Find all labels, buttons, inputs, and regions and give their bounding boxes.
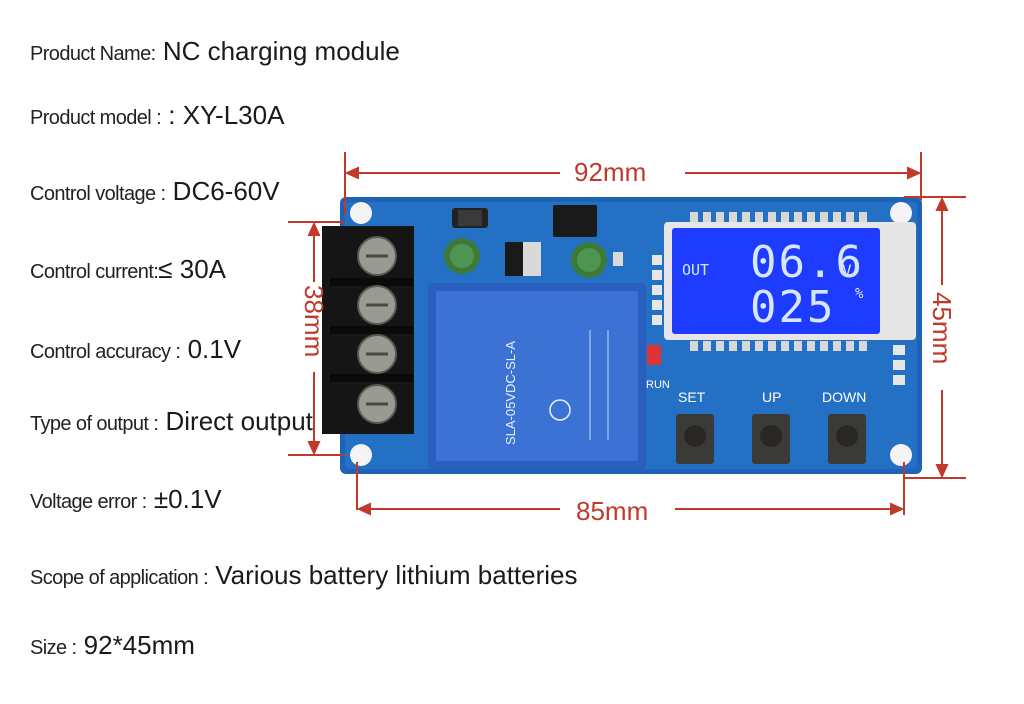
run-label: RUN [646, 379, 670, 391]
down-button-label: DOWN [822, 389, 866, 405]
down-button[interactable]: DOWN [822, 389, 866, 464]
spec-value: DC6-60V [165, 176, 280, 206]
spec-value: Direct output [158, 406, 313, 436]
spec-voltage-error: Voltage error : ±0.1V [30, 484, 222, 515]
spec-label: Product model : [30, 107, 162, 129]
lcd-pins [690, 212, 867, 351]
dimension-markers [288, 152, 966, 516]
spec-label: Size : [30, 637, 77, 659]
spec-size: Size : 92*45mm [30, 630, 195, 661]
lcd-percent-unit: % [855, 286, 864, 302]
spec-value: Various battery lithium batteries [208, 560, 578, 590]
spec-label: Type of output : [30, 413, 159, 435]
relay: SLA-05VDC-SL-A [428, 283, 646, 469]
spec-label: Product Name: [30, 43, 156, 65]
spec-control-accuracy: Control accuracy : 0.1V [30, 334, 241, 365]
dimension-left-label: 38mm [299, 285, 329, 357]
spec-label: Control current: [30, 261, 159, 283]
dimension-right-label: 45mm [927, 292, 957, 364]
lcd-voltage-unit: V [842, 261, 852, 280]
spec-value: : XY-L30A [161, 100, 285, 130]
dimension-bottom-label: 85mm [576, 496, 648, 526]
spec-scope-of-application: Scope of application : Various battery l… [30, 560, 578, 591]
spec-product-name: Product Name: NC charging module [30, 36, 400, 67]
spec-value: ≤ 30A [158, 254, 226, 284]
spec-control-current: Control current:≤ 30A [30, 254, 226, 285]
lcd-percent-value: 025 [750, 282, 835, 333]
up-button[interactable]: UP [752, 389, 790, 464]
spec-value: ±0.1V [146, 484, 222, 514]
relay-model-text: SLA-05VDC-SL-A [503, 341, 518, 445]
spec-label: Voltage error : [30, 491, 147, 513]
set-button-label: SET [678, 389, 706, 405]
spec-label: Control voltage : [30, 183, 166, 205]
capacitors [444, 238, 607, 278]
spec-value: 92*45mm [76, 630, 195, 660]
lcd-voltage-value: 06.6 [750, 237, 864, 288]
screw-terminal [322, 226, 414, 434]
spec-value: NC charging module [155, 36, 400, 66]
spec-value: 0.1V [180, 334, 242, 364]
lcd-display: OUT 06.6 V 025 % [652, 212, 916, 385]
spec-label: Scope of application : [30, 567, 209, 589]
lcd-out-label: OUT [682, 261, 709, 279]
spec-control-voltage: Control voltage : DC6-60V [30, 176, 280, 207]
spec-type-of-output: Type of output : Direct output [30, 406, 313, 437]
dimension-top-label: 92mm [574, 157, 646, 187]
up-button-label: UP [762, 389, 781, 405]
spec-label: Control accuracy : [30, 341, 181, 363]
spec-product-model: Product model : : XY-L30A [30, 100, 284, 131]
set-button[interactable]: SET [676, 389, 714, 464]
